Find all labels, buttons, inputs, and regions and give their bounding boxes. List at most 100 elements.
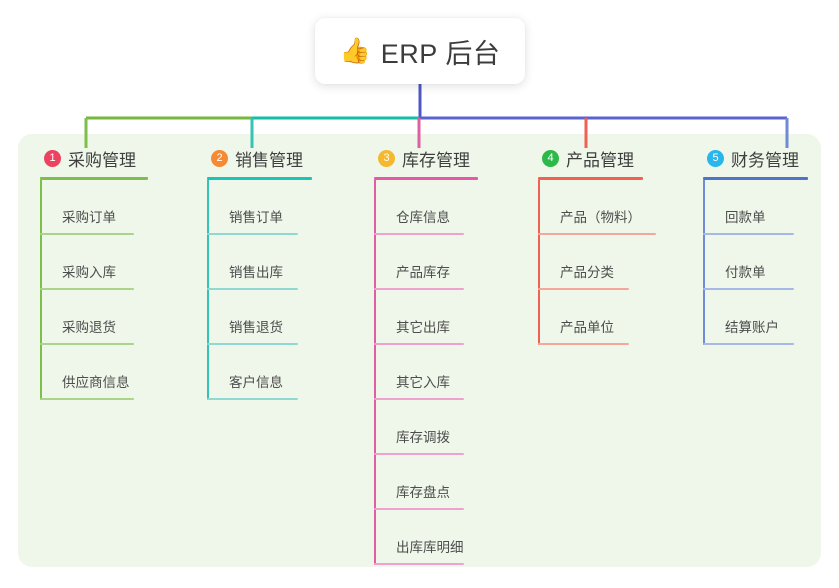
list-item[interactable]: 产品库存 [374,235,478,290]
column-header-2[interactable]: 2 销售管理 [207,145,312,171]
list-item-underline [374,453,464,455]
list-item-underline [374,343,464,345]
list-item[interactable]: 客户信息 [207,345,312,400]
list-item-label: 销售退货 [229,320,283,335]
list-item[interactable]: 供应商信息 [40,345,148,400]
column-1: 1 采购管理采购订单采购入库采购退货供应商信息 [40,145,148,400]
list-item-underline [538,288,629,290]
content-panel [18,134,821,567]
list-item[interactable]: 采购订单 [40,180,148,235]
root-node[interactable]: 👍 ERP 后台 [315,18,525,84]
list-item-label: 其它入库 [396,375,450,390]
list-item-label: 产品（物料） [560,210,641,225]
list-item-label: 出库库明细 [396,540,464,555]
list-item-underline [40,343,134,345]
list-item[interactable]: 仓库信息 [374,180,478,235]
column-items-5: 回款单付款单结算账户 [703,180,808,345]
list-item[interactable]: 库存调拨 [374,400,478,455]
column-4: 4 产品管理产品（物料） 产品分类产品单位 [538,145,656,345]
list-item-underline [207,288,298,290]
column-header-3[interactable]: 3 库存管理 [374,145,478,171]
column-title-1: 采购管理 [68,150,136,170]
column-items-4: 产品（物料） 产品分类产品单位 [538,180,656,345]
list-item-label: 其它出库 [396,320,450,335]
list-item[interactable]: 其它入库 [374,345,478,400]
list-item-label: 库存调拨 [396,430,450,445]
list-item[interactable]: 产品（物料） [538,180,656,235]
list-item-label: 销售出库 [229,265,283,280]
list-item-label: 仓库信息 [396,210,450,225]
list-item-underline [40,233,134,235]
list-item-underline [374,288,464,290]
list-item-label: 客户信息 [229,375,283,390]
list-item[interactable]: 回款单 [703,180,808,235]
root-title: ERP 后台 [380,38,501,69]
list-item[interactable]: 销售订单 [207,180,312,235]
column-2: 2 销售管理销售订单销售出库销售退货客户信息 [207,145,312,400]
column-underline-4 [538,177,643,180]
column-badge-1: 1 [44,149,61,167]
column-spine-2 [207,180,209,400]
column-title-4: 产品管理 [566,150,634,170]
list-item-underline [538,343,629,345]
thumbs-up-icon: 👍 [339,36,371,65]
list-item-underline [374,398,464,400]
list-item[interactable]: 产品分类 [538,235,643,290]
column-items-1: 采购订单采购入库采购退货供应商信息 [40,180,148,400]
column-underline-5 [703,177,808,180]
list-item-underline [207,233,298,235]
column-badge-3: 3 [378,149,395,167]
column-header-4[interactable]: 4 产品管理 [538,145,643,171]
list-item-underline [703,288,794,290]
column-badge-4: 4 [542,149,559,167]
list-item-underline [374,508,464,510]
list-item-underline [40,288,134,290]
column-spine-1 [40,180,42,400]
list-item-label: 结算账户 [725,320,779,335]
list-item-label: 产品单位 [560,320,614,335]
column-header-5[interactable]: 5 财务管理 [703,145,808,171]
list-item-label: 付款单 [725,265,766,280]
list-item[interactable]: 采购退货 [40,290,148,345]
root-node-content: 👍 ERP 后台 [340,32,501,71]
column-items-3: 仓库信息产品库存其它出库其它入库库存调拨库存盘点出库库明细 [374,180,478,565]
list-item[interactable]: 销售出库 [207,235,312,290]
list-item-label: 产品分类 [560,265,614,280]
list-item-underline [703,233,794,235]
list-item-label: 采购退货 [62,320,116,335]
list-item-underline [538,233,656,235]
column-spine-4 [538,180,540,345]
list-item-label: 供应商信息 [62,375,130,390]
list-item-label: 库存盘点 [396,485,450,500]
list-item[interactable]: 产品单位 [538,290,643,345]
column-badge-5: 5 [707,149,724,167]
column-badge-2: 2 [211,149,228,167]
column-title-5: 财务管理 [731,150,799,170]
list-item-label: 回款单 [725,210,766,225]
column-title-3: 库存管理 [402,150,470,170]
list-item-label: 产品库存 [396,265,450,280]
column-spine-3 [374,180,376,565]
list-item[interactable]: 出库库明细 [374,510,478,565]
list-item-underline [703,343,794,345]
list-item-underline [374,563,464,565]
list-item[interactable]: 付款单 [703,235,808,290]
list-item[interactable]: 库存盘点 [374,455,478,510]
column-title-2: 销售管理 [235,150,303,170]
list-item[interactable]: 采购入库 [40,235,148,290]
list-item-underline [207,398,298,400]
list-item[interactable]: 其它出库 [374,290,478,345]
column-underline-3 [374,177,478,180]
list-item-underline [374,233,464,235]
column-spine-5 [703,180,705,345]
list-item-label: 销售订单 [229,210,283,225]
column-header-1[interactable]: 1 采购管理 [40,145,148,171]
list-item-underline [207,343,298,345]
list-item[interactable]: 结算账户 [703,290,808,345]
column-underline-1 [40,177,148,180]
list-item[interactable]: 销售退货 [207,290,312,345]
list-item-underline [40,398,134,400]
list-item-label: 采购入库 [62,265,116,280]
column-items-2: 销售订单销售出库销售退货客户信息 [207,180,312,400]
